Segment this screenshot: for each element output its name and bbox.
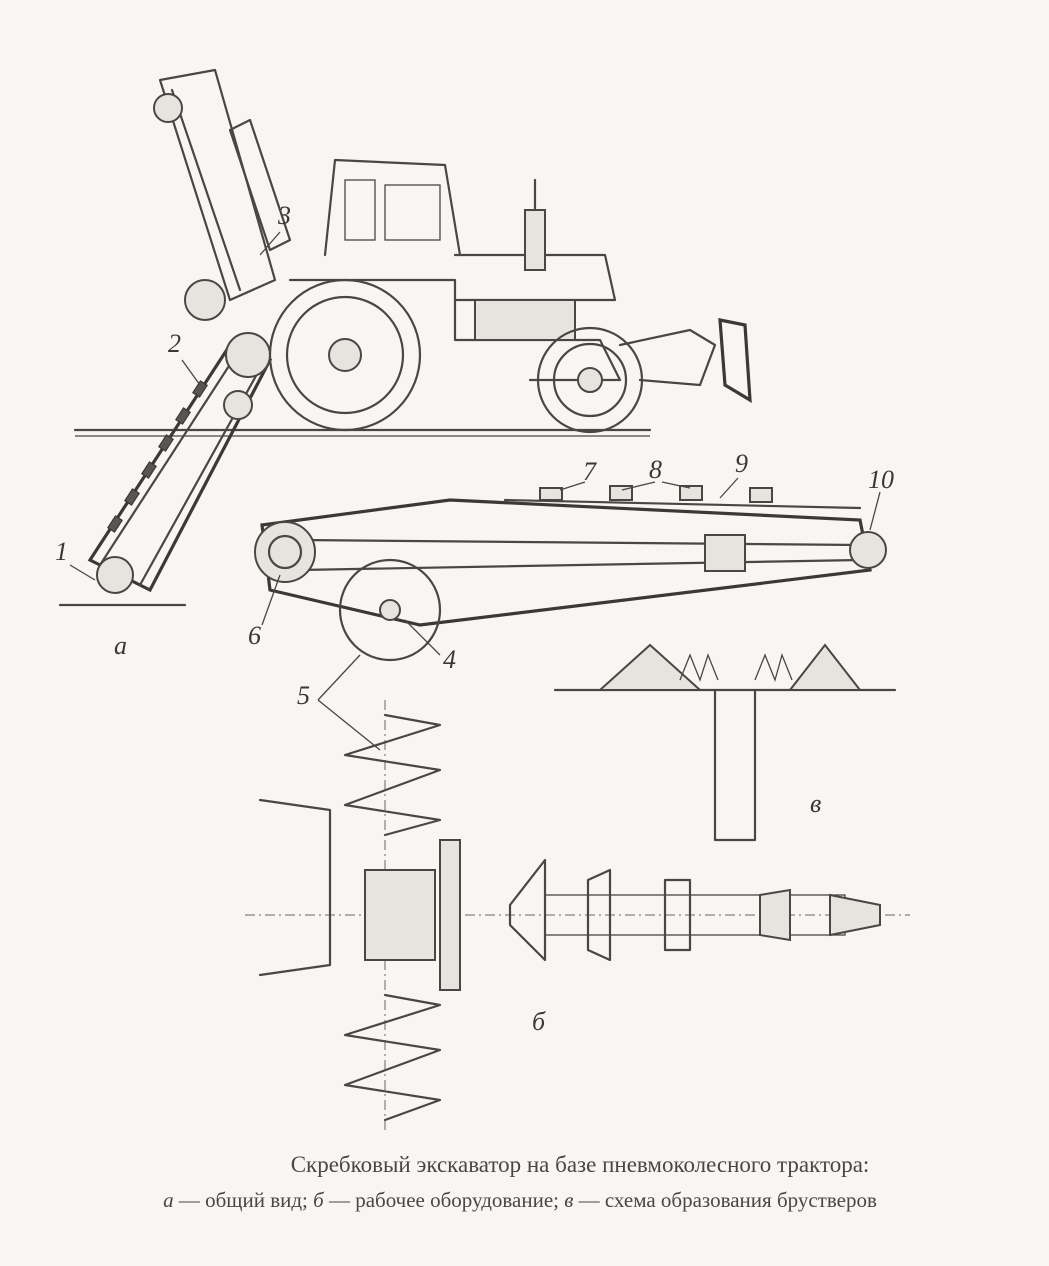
raised-boom-line — [170, 88, 242, 292]
boom-frame — [87, 343, 273, 593]
engine-block — [474, 299, 576, 341]
view-b-equipment-plan — [245, 700, 910, 1130]
digging-boom — [87, 332, 273, 594]
boom-lower-sprocket — [96, 556, 134, 594]
tensioner-block — [704, 534, 746, 572]
callout-9: 9 — [735, 449, 748, 478]
idler-sprocket — [849, 531, 887, 569]
raised-boom-cylinder — [228, 118, 292, 252]
tail-sprocket-plan — [829, 893, 881, 937]
legend-c-text: — схема образования брустверов — [573, 1188, 877, 1212]
legend-a-letter: а — [163, 1188, 174, 1212]
dozer-linkage — [618, 328, 717, 387]
callout-10: 10 — [868, 465, 894, 494]
boom-upper-sprocket — [225, 332, 271, 378]
legend-b-text: — рабочее оборудование; — [323, 1188, 565, 1212]
legend-c-letter: в — [564, 1188, 574, 1212]
spoil-throw-left — [679, 653, 719, 682]
gearbox — [364, 869, 436, 961]
view-label-a: а — [114, 631, 127, 660]
trench-section — [713, 688, 757, 842]
frame-beam-upper — [298, 538, 862, 547]
top-chain — [503, 498, 862, 510]
berm-right — [787, 643, 863, 691]
drive-drum-plan — [439, 839, 461, 991]
top-scrapers — [539, 485, 773, 503]
tractor — [268, 158, 752, 434]
legend-a-text: — общий вид; — [173, 1188, 314, 1212]
cone-scraper — [508, 858, 547, 962]
exhaust-pipe — [524, 209, 546, 271]
cab-outline — [323, 158, 462, 257]
callout-5: 5 — [297, 681, 310, 710]
spoil-throw-right — [754, 652, 793, 683]
callout-8: 8 — [649, 455, 662, 484]
figure-caption-legend: а — общий вид; б — рабочее оборудование;… — [20, 1188, 1020, 1213]
callout-4: 4 — [443, 645, 456, 674]
view-a-general — [58, 68, 752, 607]
callout-2: 2 — [168, 329, 181, 358]
callout-7: 7 — [583, 457, 597, 486]
callout-6: 6 — [248, 621, 261, 650]
raised-boom-top-wheel — [153, 93, 183, 123]
cab-window-left — [344, 179, 376, 241]
cab-window-right — [384, 184, 441, 241]
callout-3: 3 — [277, 201, 291, 230]
front-wheel-rim — [552, 342, 628, 418]
view-c-berms — [553, 643, 897, 842]
legend-b-letter: б — [313, 1188, 324, 1212]
raised-boom — [153, 68, 292, 321]
raised-boom-frame — [158, 68, 277, 302]
auger-disc — [338, 558, 442, 662]
frame-beam-lower — [298, 558, 862, 572]
view-label-c: в — [810, 789, 821, 818]
excavator-diagram: 1 2 3 4 5 6 7 8 9 10 а б в — [55, 68, 910, 1130]
view-label-b: б — [532, 1007, 546, 1036]
raised-boom-bottom-wheel — [184, 279, 226, 321]
working-equipment-side — [254, 485, 887, 662]
auger-lower — [343, 993, 442, 1122]
plan-frame-left — [258, 798, 332, 977]
boom-scrapers — [107, 380, 208, 533]
rear-wheel-outer — [268, 278, 422, 432]
auger-disc-hub — [379, 599, 401, 621]
boom-chain-upper — [98, 350, 240, 567]
plan-scrapers — [586, 868, 791, 962]
figure-caption-title: Скребковый экскаватор на базе пневмоколе… — [290, 1152, 870, 1177]
boom-support-roller — [223, 390, 253, 420]
drive-drum — [254, 521, 316, 583]
berm-left — [597, 643, 703, 691]
frame-outline — [260, 498, 872, 627]
front-wheel-hub — [577, 367, 603, 393]
dozer-blade — [718, 318, 752, 403]
callouts: 1 2 3 4 5 6 7 8 9 10 — [55, 201, 894, 751]
rear-wheel-hub — [328, 338, 362, 372]
rear-wheel-rim — [285, 295, 405, 415]
auger-upper — [343, 713, 442, 837]
callout-1: 1 — [55, 537, 68, 566]
